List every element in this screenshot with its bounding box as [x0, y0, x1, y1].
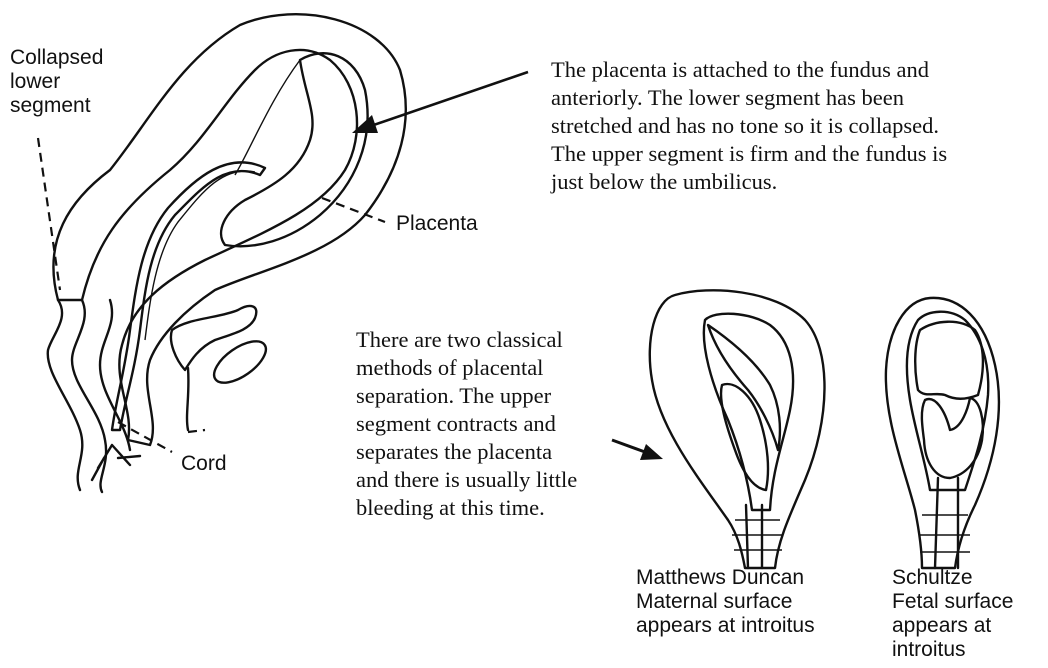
- separation-methods-description: There are two classical methods of place…: [356, 326, 577, 522]
- placenta-attachment-description: The placenta is attached to the fundus a…: [551, 56, 947, 196]
- schultze-caption: Schultze Fetal surface appears at introi…: [892, 566, 1013, 662]
- method-arrow: [612, 440, 663, 460]
- collapsed-lower-segment-label: Collapsed lower segment: [10, 46, 103, 118]
- oval-body: [207, 333, 272, 390]
- schultze-placenta: [915, 322, 983, 399]
- matthews-duncan-caption: Matthews Duncan Maternal surface appears…: [636, 566, 815, 638]
- matthews-duncan-figure: [650, 290, 825, 568]
- duncan-placenta: [708, 325, 780, 450]
- placenta-label: Placenta: [396, 212, 478, 236]
- leader-collapsed: [38, 138, 60, 290]
- schultze-figure: [886, 298, 999, 568]
- cord-label: Cord: [181, 452, 227, 476]
- placenta-arrow: [352, 72, 528, 133]
- uterine-wall: [53, 14, 405, 445]
